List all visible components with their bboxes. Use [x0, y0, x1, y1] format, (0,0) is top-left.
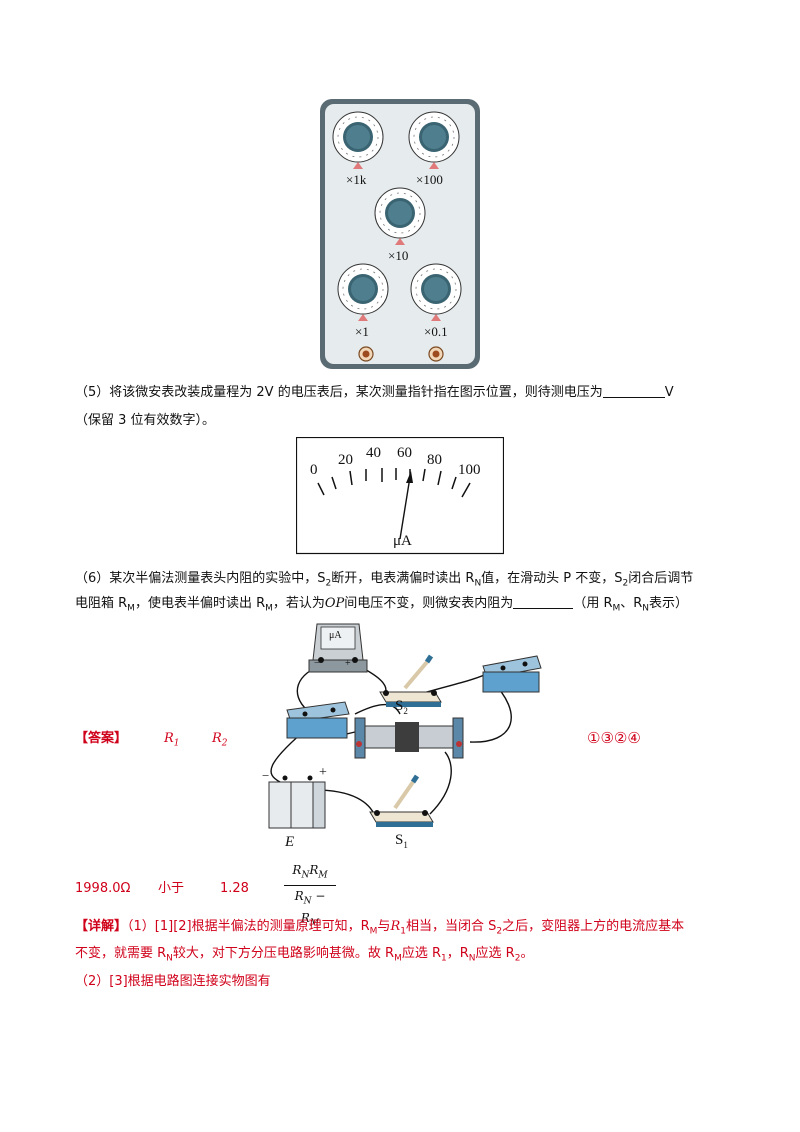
meter-scale-0: 0	[310, 462, 318, 478]
microammeter-dial	[296, 437, 504, 555]
knob-label-x1: ×1	[355, 324, 369, 339]
q6-answer-blank[interactable]	[513, 595, 574, 609]
knob-x100[interactable]	[408, 111, 460, 169]
explain-line2: 不变，就需要 RN较大，对下方分压电路影响甚微。故 RM应选 R1，RN应选 R…	[75, 946, 534, 964]
answer-r1: R1	[164, 731, 180, 749]
knob-label-x10: ×10	[388, 248, 409, 263]
resistance-box	[320, 99, 480, 369]
knob-x10[interactable]	[374, 187, 426, 245]
knob-label-x1k: ×1k	[346, 172, 367, 187]
meter-scale-80: 80	[427, 452, 442, 468]
knob-x1[interactable]	[337, 263, 389, 321]
battery-minus: −	[262, 768, 270, 783]
explain-line3: （2）[3]根据电路图连接实物图有	[75, 974, 271, 989]
meter-unit: μA	[393, 533, 412, 549]
meter-scale-60: 60	[397, 445, 412, 461]
answer-less-than: 小于	[158, 881, 185, 896]
answer-order: ①③②④	[587, 729, 641, 747]
label-e: E	[285, 834, 295, 850]
resistance-box-left	[286, 701, 350, 739]
q5-line2: （保留 3 位有效数字）。	[75, 413, 216, 428]
terminal-left[interactable]	[358, 346, 374, 362]
answer-1-28: 1.28	[220, 881, 249, 896]
microammeter	[308, 623, 368, 673]
q5-line1: （5）将该微安表改装成量程为 2V 的电压表后，某次测量指针指在图示位置，则待测…	[75, 384, 674, 400]
knob-x1k[interactable]	[332, 111, 384, 169]
answer-r2: R2	[212, 731, 228, 749]
knob-label-x100: ×100	[416, 172, 443, 187]
terminal-right[interactable]	[428, 346, 444, 362]
circuit-meter-minus: −	[314, 658, 320, 669]
q6-line1: （6）某次半偏法测量表头内阻的实验中，S2断开，电表满偏时读出 RN值，在滑动头…	[75, 571, 694, 589]
q5-answer-blank[interactable]	[602, 384, 665, 398]
knob-x0-1[interactable]	[410, 263, 462, 321]
meter-needle	[399, 471, 413, 540]
fraction-bar	[284, 885, 336, 887]
resistance-box-right	[482, 655, 542, 693]
circuit-meter-plus: +	[345, 658, 351, 669]
label-s2: S2	[395, 698, 408, 716]
fraction-denominator: RN − RM	[294, 889, 326, 929]
knob-label-x0-1: ×0.1	[424, 324, 448, 339]
meter-scale-20: 20	[338, 452, 353, 468]
rheostat[interactable]	[354, 717, 464, 759]
switch-s1[interactable]	[369, 774, 434, 827]
battery-plus: +	[319, 765, 327, 780]
fraction-numerator: RNRM	[292, 863, 328, 881]
meter-scale-40: 40	[366, 445, 381, 461]
answer-tag: 【答案】	[75, 731, 128, 746]
circuit-diagram	[268, 623, 542, 829]
answer-1998: 1998.0Ω	[75, 881, 131, 896]
battery	[268, 775, 326, 829]
meter-scale-100: 100	[458, 462, 481, 478]
explain-line1: 【详解】（1）[1][2]根据半偏法的测量原理可知，RM与R1相当，当闭合 S2…	[75, 919, 685, 937]
q6-line2: 电阻箱 RM，使电表半偏时读出 RM，若认为OP间电压不变，则微安表内阻为（用 …	[75, 595, 689, 614]
switch-s2[interactable]	[379, 654, 442, 707]
label-s1: S1	[395, 832, 408, 850]
circuit-meter-label: μA	[329, 630, 342, 641]
answer-fraction: RNRM RN − RM	[284, 862, 336, 931]
